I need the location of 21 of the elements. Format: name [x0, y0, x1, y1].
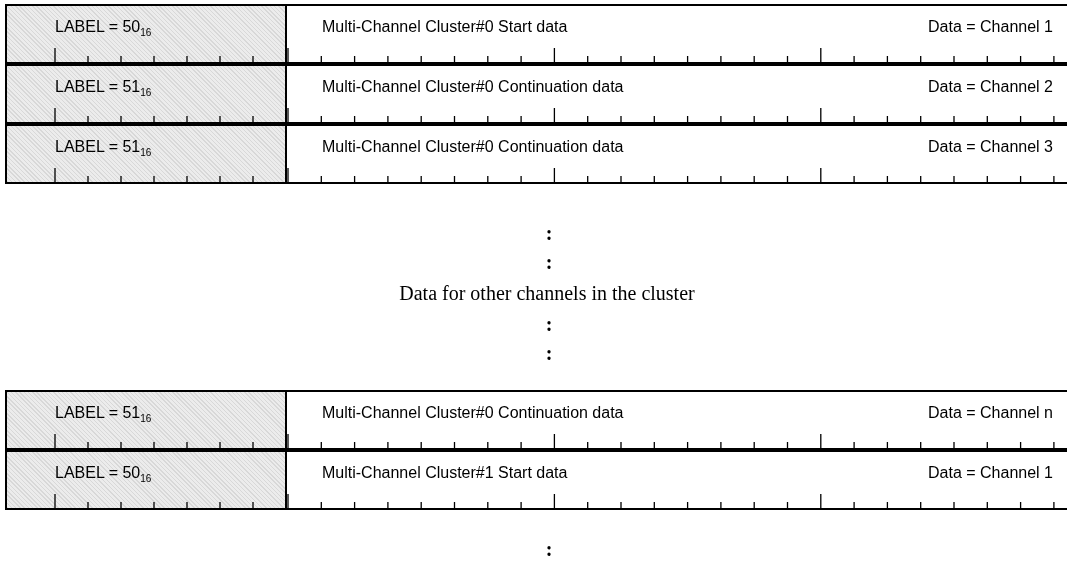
data-value: Data = Channel 3	[928, 138, 1053, 156]
label-field: LABEL = 50$_{16}$	[7, 6, 287, 62]
data-value: Data = Channel 2	[928, 78, 1053, 96]
data-value: Data = Channel 1	[928, 464, 1053, 482]
continuation-dots: :	[545, 313, 553, 336]
note-text: Data for other channels in the cluster	[399, 282, 695, 305]
field-description: Multi-Channel Cluster#0 Start data	[322, 18, 568, 36]
continuation-dots: :	[545, 342, 553, 365]
continuation-dots: :	[545, 538, 553, 561]
label-field: LABEL = 51$_{16}$	[7, 392, 287, 448]
data-value: Data = Channel 1	[928, 18, 1053, 36]
continuation-dots: :	[545, 222, 553, 245]
label-field: LABEL = 51$_{16}$	[7, 66, 287, 122]
field-description: Multi-Channel Cluster#0 Continuation data	[322, 138, 624, 156]
label-field: LABEL = 51$_{16}$	[7, 126, 287, 182]
data-value: Data = Channel n	[928, 404, 1053, 422]
label-field: LABEL = 50$_{16}$	[7, 452, 287, 508]
field-description: Multi-Channel Cluster#0 Continuation data	[322, 404, 624, 422]
continuation-dots: :	[545, 251, 553, 274]
field-description: Multi-Channel Cluster#0 Continuation data	[322, 78, 624, 96]
field-description: Multi-Channel Cluster#1 Start data	[322, 464, 568, 482]
